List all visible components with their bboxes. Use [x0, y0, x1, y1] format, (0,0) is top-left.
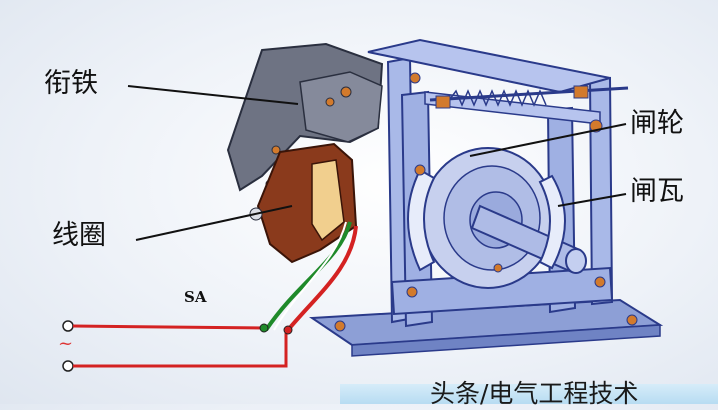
frame-cross-bottom: [390, 266, 614, 316]
leader-brake-wheel: [469, 123, 627, 157]
label-brake-shoe: 闸瓦: [630, 176, 684, 207]
watermark: 头条/电气工程技术: [430, 379, 639, 408]
terminal-top: [62, 320, 74, 332]
ac-symbol: ~: [58, 333, 74, 354]
wire-white: [273, 221, 347, 331]
footer-bar: [340, 384, 718, 404]
label-brake-wheel: 闸轮: [630, 108, 684, 139]
terminal-bottom: [62, 360, 74, 372]
bolt: [334, 320, 346, 332]
wire-red-arc: [286, 225, 358, 332]
leader-armature: [127, 85, 299, 105]
bolt: [409, 72, 421, 84]
leader-brake-shoe: [557, 193, 627, 207]
label-armature: 衔铁: [44, 68, 98, 99]
label-coil: 线圈: [52, 220, 106, 251]
shaft-end: [565, 248, 587, 274]
wire-bottom: [73, 330, 288, 368]
wire-green: [264, 221, 352, 332]
base-plate-front: [351, 324, 661, 357]
bolt: [594, 276, 606, 288]
wire-junction: [259, 323, 269, 333]
wire-top: [72, 324, 265, 330]
brake-shoe-left: [407, 168, 436, 272]
spring: [449, 89, 547, 107]
bolt: [493, 263, 503, 273]
bolt: [406, 286, 418, 298]
bolt: [626, 314, 638, 326]
armature-face: [299, 71, 383, 143]
frame-top-beam: [367, 38, 611, 94]
label-switch: SA: [184, 288, 207, 306]
spring-nut: [573, 85, 589, 99]
leader-coil: [135, 205, 293, 241]
spring-nut-2: [435, 95, 451, 109]
bolt: [340, 86, 352, 98]
bolt: [414, 164, 426, 176]
wire-junction: [283, 325, 293, 335]
coil-core: [311, 159, 345, 242]
bolt: [271, 145, 281, 155]
bolt: [325, 97, 335, 107]
